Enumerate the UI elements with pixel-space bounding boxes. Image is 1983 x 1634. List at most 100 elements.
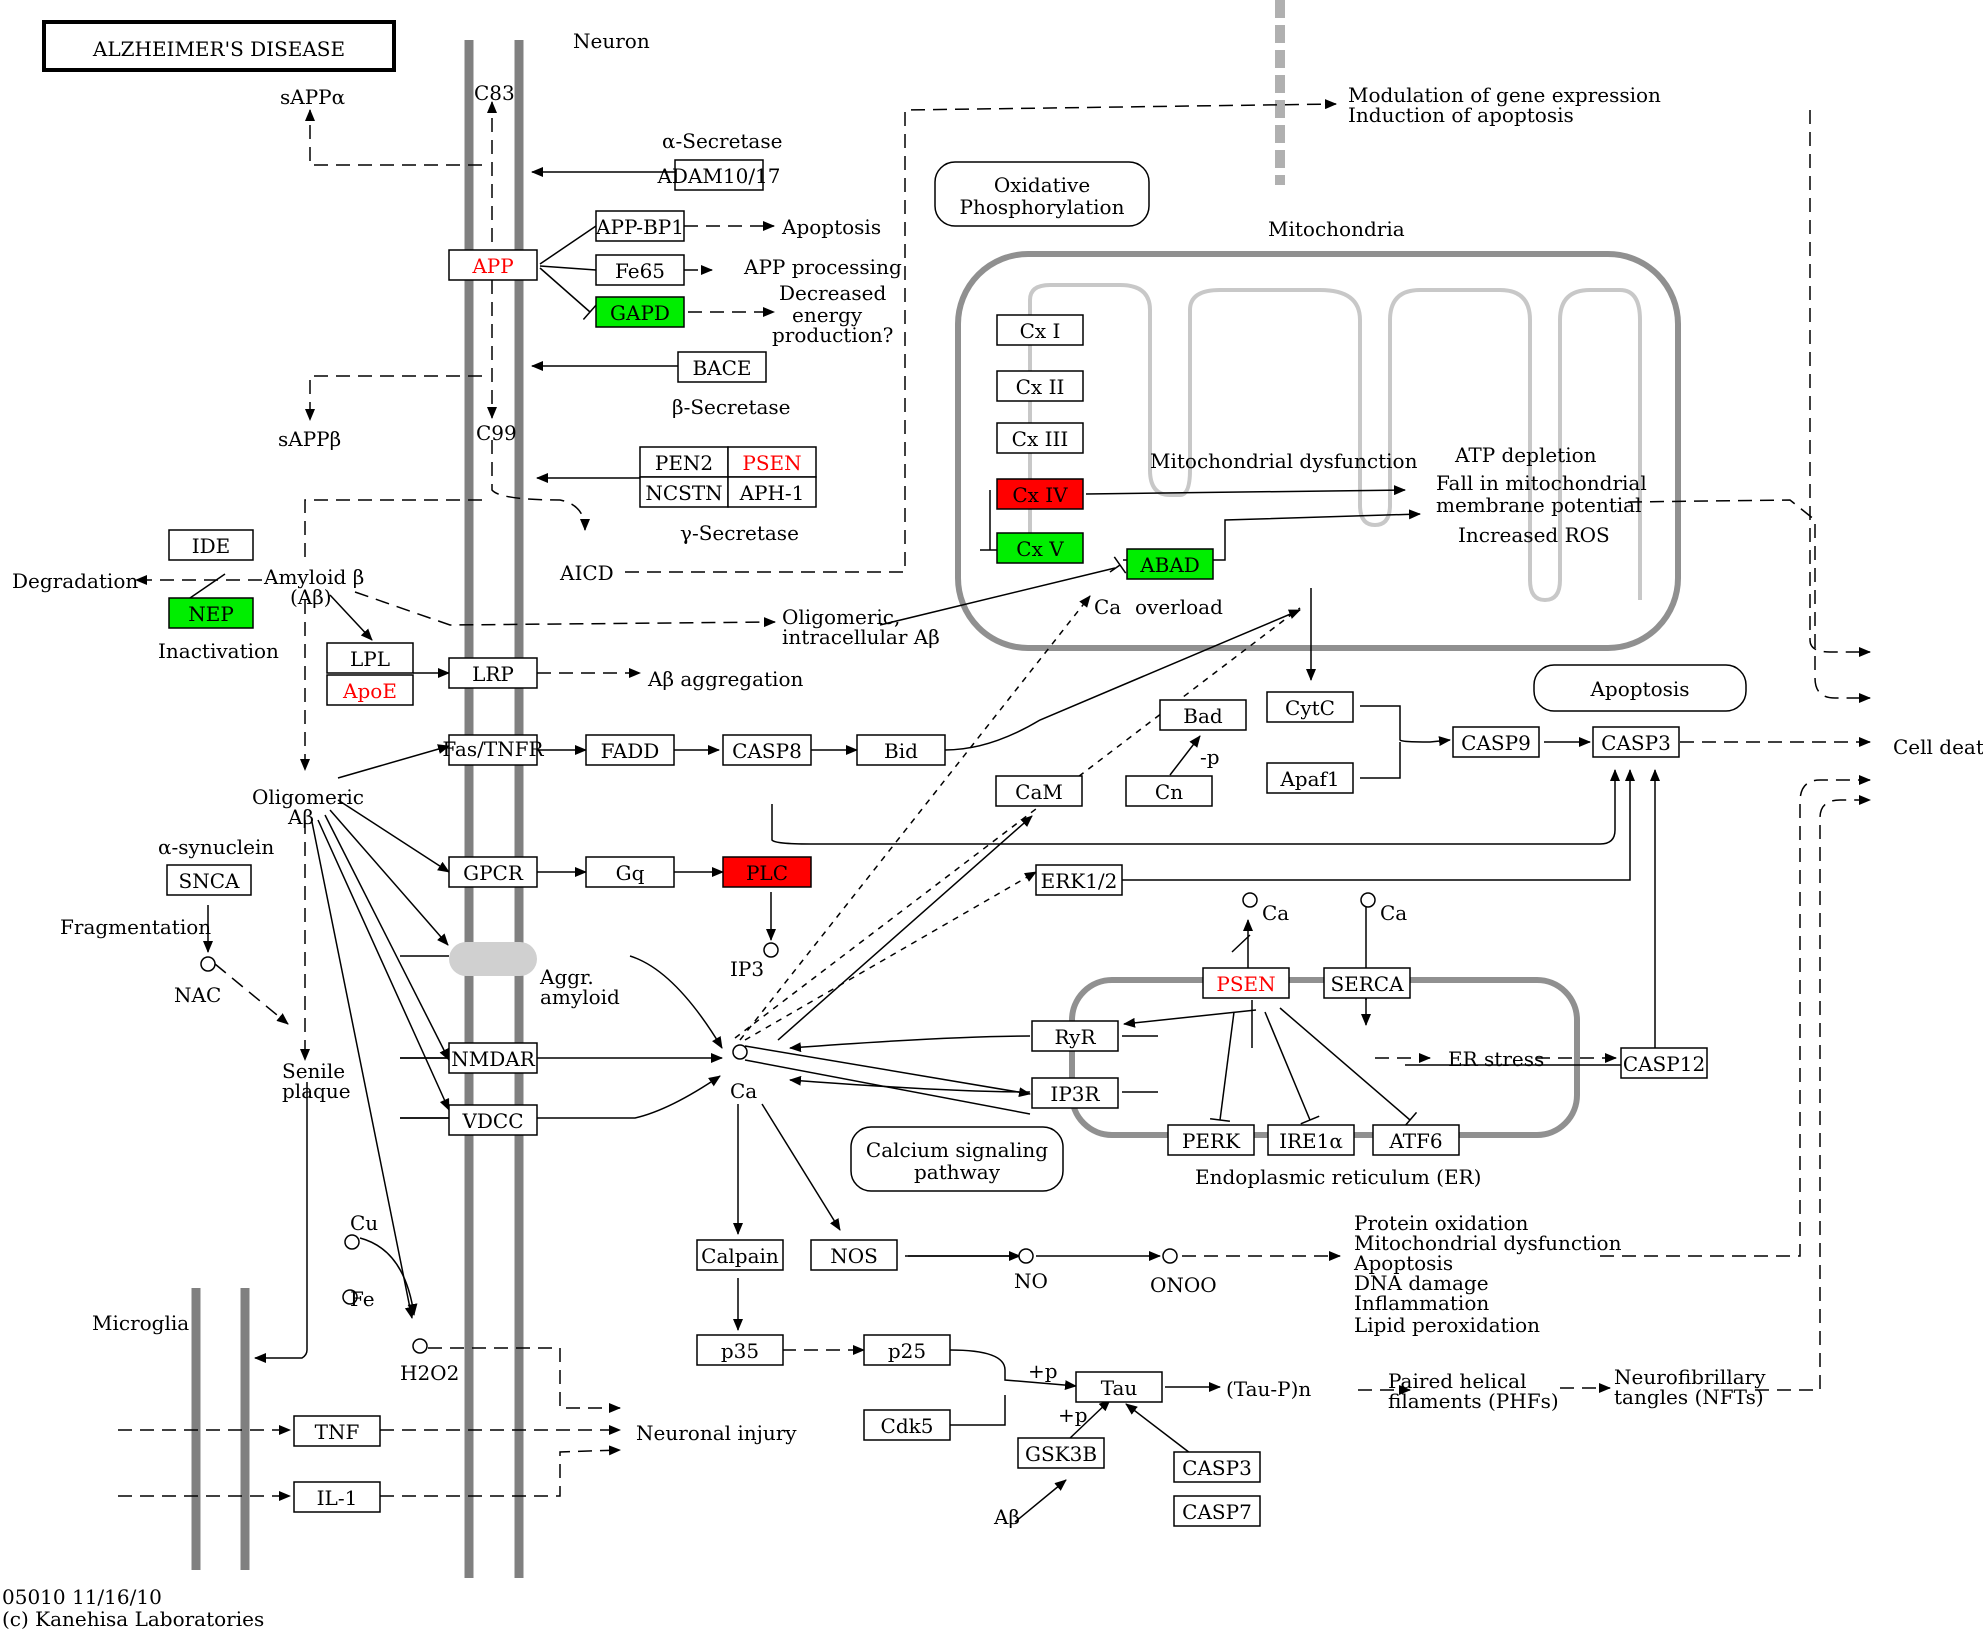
gene-cx5[interactable]: Cx V (996, 532, 1084, 564)
map-apoptosis[interactable]: Apoptosis (1533, 664, 1747, 712)
gene-psen[interactable]: PSEN (727, 446, 817, 478)
gene-p35[interactable]: p35 (696, 1334, 784, 1366)
title: ALZHEIMER'S DISEASE (92, 37, 345, 61)
gene-bace[interactable]: BACE (677, 351, 767, 383)
gene-casp12[interactable]: CASP12 (1620, 1047, 1708, 1079)
gene-cx4[interactable]: Cx IV (996, 478, 1084, 510)
gene-abad[interactable]: ABAD (1126, 548, 1214, 580)
gene-snca[interactable]: SNCA (166, 864, 252, 896)
svg-text:PEN2: PEN2 (655, 451, 713, 475)
gene-casp3-tau[interactable]: CASP3 (1173, 1451, 1261, 1483)
svg-text:CaM: CaM (1015, 780, 1063, 804)
gene-lrp[interactable]: LRP (448, 657, 538, 689)
label-app-processing: APP processing (743, 255, 902, 279)
label-atp-depletion: ATP depletion (1454, 443, 1597, 467)
gene-pen2[interactable]: PEN2 (639, 446, 729, 478)
gene-cdk5[interactable]: Cdk5 (863, 1409, 951, 1441)
label-outcome-5: Inflammation (1354, 1291, 1489, 1315)
gene-cx2[interactable]: Cx II (996, 370, 1084, 402)
mitochondria-outline (955, 251, 1681, 651)
label-modulation-2: Induction of apoptosis (1348, 103, 1574, 127)
gene-aph1[interactable]: APH-1 (727, 476, 817, 508)
gene-plc[interactable]: PLC (722, 856, 812, 888)
gene-ryr[interactable]: RyR (1031, 1020, 1119, 1052)
gene-ncstn[interactable]: NCSTN (639, 476, 729, 508)
svg-text:NMDAR: NMDAR (451, 1047, 535, 1071)
gene-bid[interactable]: Bid (856, 734, 946, 766)
label-h2o2: H2O2 (400, 1361, 459, 1385)
label-outcome-1: Protein oxidation (1354, 1211, 1528, 1235)
svg-text:ATF6: ATF6 (1388, 1129, 1442, 1153)
label-oligomeric-intra-2: intracellular Aβ (782, 625, 940, 649)
gene-gapd[interactable]: GAPD (595, 296, 685, 328)
gene-cn[interactable]: Cn (1125, 775, 1213, 807)
label-plus-p-2: +p (1058, 1403, 1088, 1427)
label-sappb: sAPPβ (278, 427, 341, 451)
gene-tnf[interactable]: TNF (293, 1415, 381, 1447)
svg-text:BACE: BACE (692, 356, 751, 380)
svg-text:SERCA: SERCA (1330, 972, 1404, 996)
svg-text:NOS: NOS (830, 1244, 878, 1268)
gene-apoe[interactable]: ApoE (326, 674, 414, 706)
gene-cam[interactable]: CaM (995, 775, 1083, 807)
gene-tau[interactable]: Tau (1075, 1371, 1163, 1403)
gene-apaf1[interactable]: Apaf1 (1266, 762, 1354, 794)
gene-adam1017[interactable]: ADAM10/17 (656, 159, 781, 191)
gene-nos[interactable]: NOS (810, 1239, 898, 1271)
svg-text:FADD: FADD (601, 739, 660, 763)
label-aggr-2: amyloid (540, 985, 620, 1009)
gene-il1[interactable]: IL-1 (293, 1481, 381, 1513)
gene-app[interactable]: APP (448, 249, 538, 281)
gene-lpl[interactable]: LPL (326, 642, 414, 674)
gene-serca[interactable]: SERCA (1323, 967, 1411, 999)
svg-text:GPCR: GPCR (463, 861, 524, 885)
svg-text:CASP8: CASP8 (732, 739, 802, 763)
svg-text:PSEN: PSEN (742, 451, 801, 475)
svg-text:ADAM10/17: ADAM10/17 (656, 164, 780, 188)
label-ca-psen: Ca (1262, 901, 1289, 925)
gene-nep[interactable]: NEP (168, 597, 254, 629)
gene-casp8[interactable]: CASP8 (722, 734, 812, 766)
gene-nmdar[interactable]: NMDAR (448, 1042, 538, 1074)
label-phf-2: filaments (PHFs) (1388, 1389, 1559, 1413)
gene-vdcc[interactable]: VDCC (448, 1104, 538, 1136)
gene-psen-er[interactable]: PSEN (1202, 967, 1290, 999)
gene-fe65[interactable]: Fe65 (595, 254, 685, 286)
gene-perk[interactable]: PERK (1167, 1124, 1255, 1156)
gene-ire1a[interactable]: IRE1α (1267, 1124, 1355, 1156)
svg-text:Tau: Tau (1101, 1376, 1138, 1400)
edges (118, 99, 1871, 1523)
gene-app-bp1[interactable]: APP-BP1 (595, 210, 685, 242)
gene-cx1[interactable]: Cx I (996, 314, 1084, 346)
gene-cx3[interactable]: Cx III (996, 422, 1084, 454)
label-no: NO (1014, 1269, 1048, 1293)
gene-calpain[interactable]: Calpain (696, 1239, 784, 1271)
label-nft-1: Neurofibrillary (1614, 1365, 1766, 1389)
gene-casp9[interactable]: CASP9 (1452, 726, 1540, 758)
label-cell-death: Cell death (1893, 735, 1983, 759)
gene-gq[interactable]: Gq (585, 856, 675, 888)
gene-ide[interactable]: IDE (168, 529, 254, 561)
footer-code: 05010 11/16/10 (2, 1585, 162, 1609)
gene-fadd[interactable]: FADD (585, 734, 675, 766)
svg-text:Bid: Bid (884, 739, 918, 763)
map-oxidative-phosphorylation[interactable]: Oxidative Phosphorylation (934, 161, 1150, 227)
gene-ip3r[interactable]: IP3R (1031, 1077, 1119, 1109)
gene-atf6[interactable]: ATF6 (1372, 1124, 1460, 1156)
gene-casp3[interactable]: CASP3 (1592, 726, 1680, 758)
gene-bad[interactable]: Bad (1159, 699, 1247, 731)
gene-p25[interactable]: p25 (863, 1334, 951, 1366)
label-amyloid-1: Amyloid β (263, 565, 364, 589)
title-box: ALZHEIMER'S DISEASE (42, 20, 396, 72)
gene-erk12[interactable]: ERK1/2 (1035, 864, 1123, 896)
gene-casp7[interactable]: CASP7 (1173, 1495, 1261, 1527)
label-c83: C83 (474, 81, 515, 105)
gene-fas-tnfr[interactable]: Fas/TNFR (442, 734, 545, 766)
svg-text:CASP12: CASP12 (1623, 1052, 1705, 1076)
map-calcium-signaling[interactable]: Calcium signaling pathway (850, 1126, 1064, 1192)
gene-cytc[interactable]: CytC (1266, 691, 1354, 723)
gene-gpcr[interactable]: GPCR (448, 856, 538, 888)
label-oligomeric-ab-2: Aβ (287, 805, 314, 829)
gene-gsk3b[interactable]: GSK3B (1017, 1437, 1105, 1469)
